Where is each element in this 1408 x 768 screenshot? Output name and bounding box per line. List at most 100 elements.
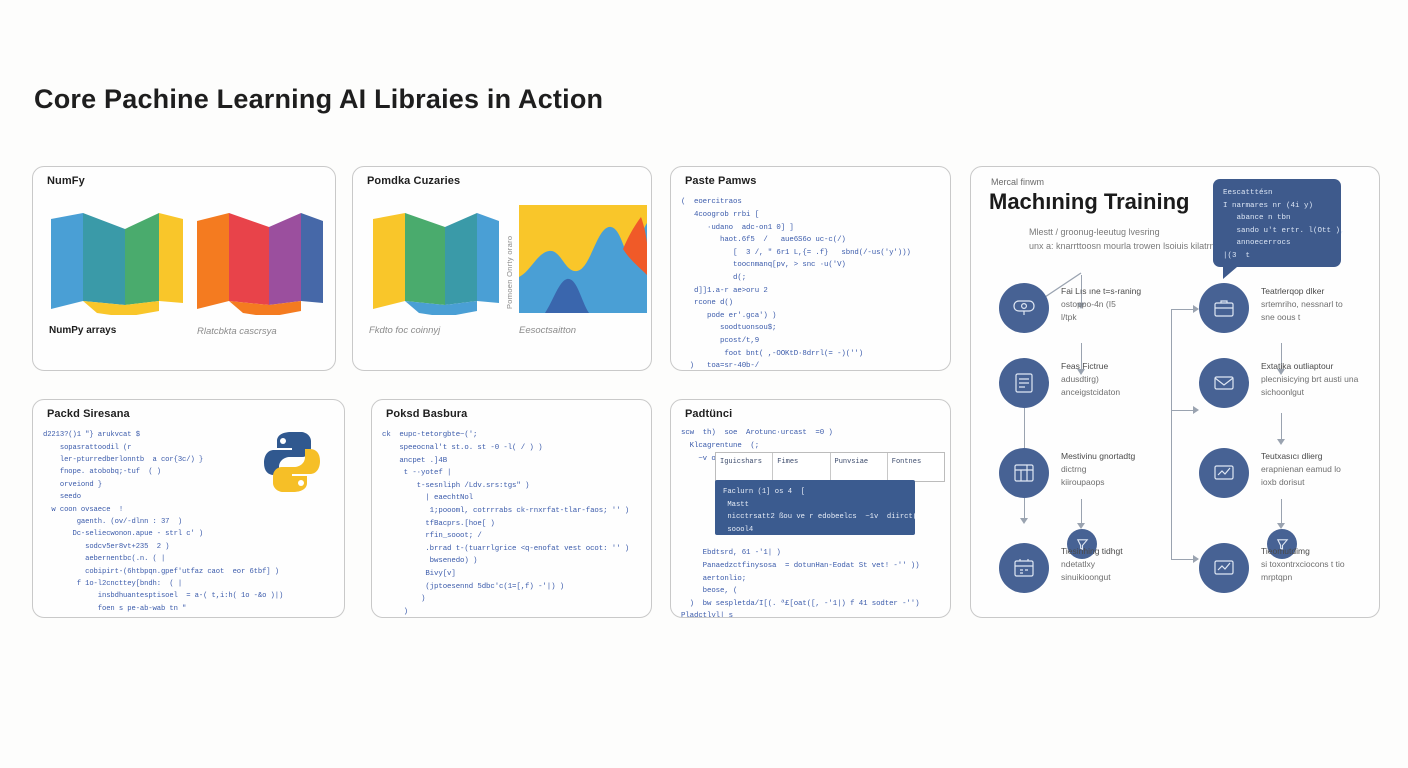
flow-node-8-line1: Teutxasıcı dlierg	[1261, 451, 1323, 461]
flow-node-1-text: Fai Lıs ıne t=s-raning ostoppo-4n (I5 l/…	[1061, 285, 1179, 324]
arrowhead-right	[1193, 305, 1199, 313]
flow-node-6-line1: Teatrlerqop dlker	[1261, 286, 1325, 296]
flow-node-3-line3: kiiroupaops	[1061, 477, 1105, 487]
arrowhead-down	[1277, 369, 1285, 375]
connector-vertical	[1081, 499, 1083, 523]
connector-vertical	[1281, 343, 1283, 369]
arrowhead-down	[1077, 303, 1085, 309]
check-small-icon	[1267, 529, 1297, 559]
connector-horizontal	[1171, 309, 1193, 311]
document-icon	[999, 358, 1049, 408]
code-block-1[interactable]: ( eoercitraos 4coogrob rrbi [ ·udano adc…	[681, 198, 911, 371]
numpy-caption-right: Rlatcbkta cascrsya	[197, 326, 277, 337]
brain-icon	[999, 283, 1049, 333]
flow-node-8-line2: erapnienan eamud lo	[1261, 464, 1341, 474]
card-numpy[interactable]: NumFy NumPy arrays Rlatcbkta cascrsya	[32, 166, 336, 371]
numpy-array-graphic-left	[47, 205, 187, 315]
ml-callout-bubble: Eescatttésn I narmares nr (4i y) abance …	[1213, 179, 1345, 279]
numpy-array-graphic-right	[195, 205, 327, 315]
pandas-chart-vertical-label: Pomoen Onrty oraro	[505, 235, 514, 309]
flow-node-5-line3: sinuikioongut	[1061, 572, 1111, 582]
card-code-snippet-1[interactable]: Paste Pamws ( eoercitraos 4coogrob rrbi …	[670, 166, 951, 371]
card-python-snippet[interactable]: Packd Siresana d2213?()1 "} arukvcat $ s…	[32, 399, 345, 618]
presentation2-icon	[1199, 543, 1249, 593]
connector-vertical	[1081, 275, 1083, 303]
flow-node-3-line1: Mestivinu gnortadtg	[1061, 451, 1136, 461]
pandas-array-graphic	[369, 205, 503, 315]
flow-node-10-text: Tieomutdimg si toxontrxciocons t tio mrp…	[1261, 545, 1379, 584]
numpy-caption-left: NumPy arrays	[49, 325, 117, 336]
layers-icon	[999, 448, 1049, 498]
flow-node-2-text: Feas Fictrue adusdtirg) anceigstcidaton	[1061, 360, 1179, 399]
connector-horizontal	[1171, 559, 1193, 561]
pandas-area-chart	[519, 205, 647, 315]
calendar-icon	[999, 543, 1049, 593]
connector-vertical	[1281, 413, 1283, 439]
flow-node-10-line3: mrptqpn	[1261, 572, 1293, 582]
flow-node-5-line2: ndetatlxy	[1061, 559, 1096, 569]
ml-subtitle: Mlestt / groonug-leeutug lvesring unx a:…	[1029, 225, 1319, 253]
briefcase-icon	[1199, 283, 1249, 333]
arrowhead-down	[1077, 369, 1085, 375]
flow-node-8-text: Teutxasıcı dlierg erapnienan eamud lo io…	[1261, 450, 1379, 489]
flow-node-1-line1: Fai Lıs ıne t=s-raning	[1061, 286, 1142, 296]
flow-node-1-line3: l/tpk	[1061, 312, 1077, 322]
panel-machine-learning[interactable]: Mercal finwm Machıning Training Mlestt /…	[970, 166, 1380, 618]
arrowhead-down	[1020, 518, 1028, 524]
code-block-2[interactable]: ck eupc-tetorgbte~('; speeocnal't st.o. …	[382, 431, 630, 616]
card-code-snippet-2[interactable]: Poksd Basbura ck eupc-tetorgbte~('; spee…	[371, 399, 652, 618]
flow-node-6-text: Teatrlerqop dlker srtemriho, nessnarl to…	[1261, 285, 1379, 324]
card-code3-title: Padtünci	[685, 408, 733, 420]
presentation-icon	[1199, 448, 1249, 498]
card-numpy-title: NumFy	[47, 175, 85, 187]
card-code2-title: Poksd Basbura	[386, 408, 468, 420]
flow-node-6-line2: srtemriho, nessnarl to	[1261, 299, 1343, 309]
ml-eyebrow: Mercal finwm	[991, 177, 1045, 187]
arrowhead-right	[1193, 406, 1199, 414]
flow-node-3-line2: dictrng	[1061, 464, 1087, 474]
flow-node-2-line1: Feas Fictrue	[1061, 361, 1109, 371]
code-block-3-bottom[interactable]: Ebdtsrd, 61 -'1| ) Panaedzctfinysosa = d…	[681, 549, 920, 618]
flow-node-7-line3: sichoonlgut	[1261, 387, 1305, 397]
arrowhead-down	[1077, 523, 1085, 529]
flow-node-8-line3: ioxb dorisut	[1261, 477, 1305, 487]
flow-node-5-line1: Tiesinhing tidhgt	[1061, 546, 1123, 556]
ml-subtitle-line1: Mlestt / groonug-leeutug lvesring	[1029, 227, 1160, 237]
connector-vertical	[1281, 499, 1283, 523]
results-table-header[interactable]: Iguicshars Fimes Punvsiae Fontnes	[715, 452, 945, 482]
table-header-cell[interactable]: Iguicshars	[716, 453, 774, 481]
pandas-caption-left: Fkdto foc coinnyj	[369, 325, 441, 336]
connector-spine	[1171, 309, 1173, 559]
table-header-cell[interactable]: Punvsiae	[831, 453, 888, 481]
connector-horizontal	[1171, 410, 1193, 412]
arrowhead-down	[1277, 523, 1285, 529]
arrowhead-right	[1193, 555, 1199, 563]
flow-node-1-line2: ostoppo-4n (I5	[1061, 299, 1116, 309]
chart-small-icon	[1067, 529, 1097, 559]
flow-node-3-text: Mestivinu gnortadtg dictrng kiiroupaops	[1061, 450, 1179, 489]
code-block-python[interactable]: d2213?()1 "} arukvcat $ sopasrattoodil (…	[43, 431, 284, 613]
pandas-caption-right: Eesoctsaitton	[519, 325, 577, 336]
python-logo-icon	[258, 428, 326, 496]
ml-heading: Machıning Training	[989, 189, 1190, 214]
card-pandas-title: Pomdka Cuzaries	[367, 175, 461, 187]
card-code-snippet-3[interactable]: Padtünci scw th) soe Arotunc·urcast =0 )…	[670, 399, 951, 618]
card-pandas[interactable]: Pomdka Cuzaries Pomoen Onrty oraro Fkdto…	[352, 166, 652, 371]
connector-vertical	[1081, 343, 1083, 369]
mail-icon	[1199, 358, 1249, 408]
flow-node-6-line3: sne oous t	[1261, 312, 1301, 322]
table-header-cell[interactable]: Fontnes	[891, 458, 922, 466]
flow-node-10-line2: si toxontrxciocons t tio	[1261, 559, 1345, 569]
arrowhead-down	[1277, 439, 1285, 445]
table-selected-rows[interactable]: Faclurn (1] os 4 [ Mastt nicctrsatt2 ßou…	[715, 480, 915, 535]
ml-subtitle-line2: unx a: knarrttoosn mourla trowen lsoiuis…	[1029, 241, 1223, 251]
table-header-cell[interactable]: Fimes	[773, 453, 831, 481]
flow-node-7-line1: Extatika outliaptour	[1261, 361, 1334, 371]
flow-node-7-line2: plecnisicying brt austi una	[1261, 374, 1359, 384]
card-code1-title: Paste Pamws	[685, 175, 757, 187]
flow-node-10-line1: Tieomutdimg	[1261, 546, 1310, 556]
card-python-title: Packd Siresana	[47, 408, 130, 420]
flow-node-2-line3: anceigstcidaton	[1061, 387, 1121, 397]
flow-node-2-line2: adusdtirg)	[1061, 374, 1099, 384]
flow-node-7-text: Extatika outliaptour plecnisicying brt a…	[1261, 360, 1379, 399]
